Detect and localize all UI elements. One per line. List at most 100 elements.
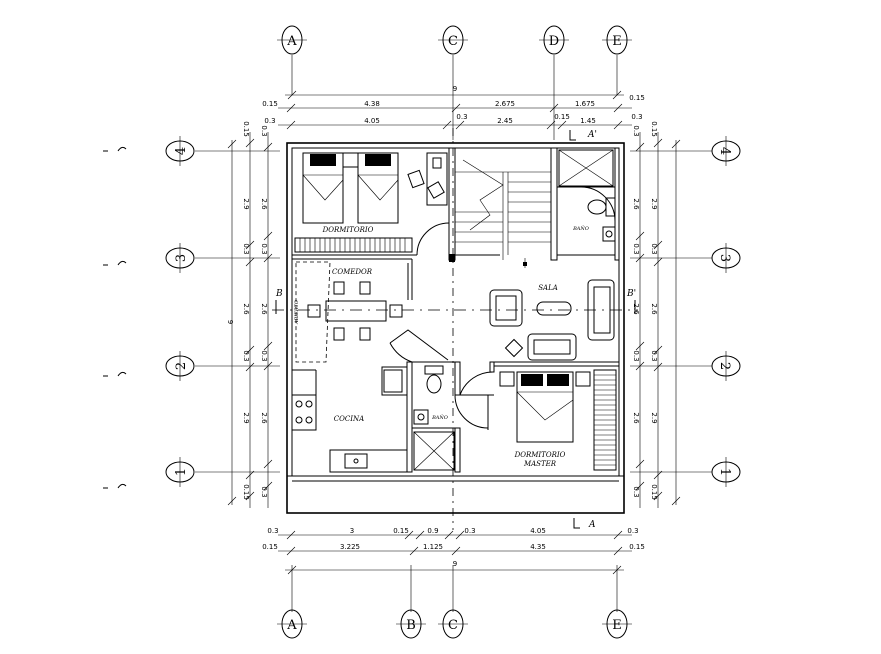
dim-left-inner: 0.3 2.6 0.3 2.6 0.3 2.6 0.3 [260,125,273,508]
svg-text:0.3: 0.3 [242,350,250,361]
svg-text:1.675: 1.675 [575,100,595,108]
svg-text:2: 2 [717,362,732,370]
svg-text:0.3: 0.3 [632,486,640,497]
svg-text:2.6: 2.6 [242,303,250,315]
axis-bubble-top-c: C [438,25,468,55]
desk-dormitorio [407,152,448,206]
svg-text:1.125: 1.125 [423,543,443,551]
wardrobe-master [593,369,617,471]
svg-text:B: B [406,618,416,633]
axis-bubble-top-d: D [539,25,569,55]
axis-bubble-right-4: 4 [711,136,741,166]
interior-walls [292,147,620,473]
svg-text:4: 4 [174,147,189,155]
axis-bubble-bottom-b: B [396,609,426,639]
bed-dormitorio [302,152,399,224]
svg-text:C: C [448,618,458,633]
sink-top [602,226,616,242]
svg-text:A: A [286,34,297,49]
svg-text:4: 4 [717,147,732,155]
svg-text:4.05: 4.05 [364,117,380,125]
dim-bottom-row1: 0.3 3 0.15 0.9 0.3 4.05 0.3 [267,527,639,540]
svg-text:2.6: 2.6 [260,198,268,210]
svg-text:A': A' [587,130,597,140]
svg-text:2.9: 2.9 [242,198,250,209]
svg-text:0.9: 0.9 [427,527,438,535]
axis-bubble-left-4: 4 [103,136,195,166]
svg-text:0.15: 0.15 [650,484,658,500]
wardrobe-dormitorio [294,237,413,253]
open-area-comedor: ABIERTO [294,261,331,363]
axis-bubble-left-1: 1 [103,457,195,489]
svg-text:3: 3 [717,254,732,262]
dining-table [307,281,403,341]
svg-text:2: 2 [174,362,189,370]
svg-text:B': B' [626,289,636,299]
room-label-bano-top: BAÑO [572,224,589,232]
dim-top-total: 9 [285,85,624,100]
svg-text:0.3: 0.3 [627,527,638,535]
shower-top [558,149,614,187]
svg-text:D: D [549,34,559,49]
svg-text:0.3: 0.3 [264,117,275,125]
staircase [449,159,551,268]
room-label-master-2: MASTER [523,460,557,468]
svg-text:0.3: 0.3 [464,527,475,535]
svg-text:2.45: 2.45 [497,117,513,125]
svg-text:4.38: 4.38 [364,100,380,108]
axis-bubble-right-3: 3 [711,243,741,273]
svg-text:0.15: 0.15 [262,543,278,551]
svg-text:0.3: 0.3 [242,243,250,254]
svg-text:4.05: 4.05 [530,527,546,535]
svg-text:0.15: 0.15 [629,94,645,102]
svg-text:0.3: 0.3 [456,113,467,121]
svg-text:9: 9 [453,85,457,93]
dim-bottom-row2: 0.15 3.225 1.125 4.35 0.15 [262,543,645,556]
svg-text:0.3: 0.3 [260,243,268,254]
room-label-master-1: DORMITORIO [514,451,566,459]
axis-bubble-right-2: 2 [711,351,741,381]
svg-text:2.6: 2.6 [260,303,268,315]
axis-bubble-bottom-a: A [277,609,307,639]
toilet-bottom [424,365,444,394]
svg-text:4.35: 4.35 [530,543,546,551]
dim-right-inner: 0.3 2.6 0.3 2.6 0.3 2.6 0.3 [632,125,645,508]
sofa-sala [489,279,615,361]
room-label-comedor: COMEDOR [332,268,373,276]
axis-bubble-left-2: 2 [103,351,195,381]
kitchen-counters [291,366,408,473]
svg-text:2.6: 2.6 [632,198,640,210]
svg-text:0.15: 0.15 [393,527,409,535]
toilet-top [587,197,616,217]
svg-text:0.3: 0.3 [260,125,268,136]
svg-text:E: E [612,34,622,49]
axis-bubble-top-a: A [277,25,307,55]
bed-master [499,371,591,443]
svg-text:0.3: 0.3 [260,350,268,361]
svg-text:0.3: 0.3 [632,350,640,361]
dim-right-outer: 0.15 2.9 0.3 2.6 0.3 2.9 0.15 [650,121,663,508]
dim-bottom-total: 9 [285,560,624,575]
svg-text:ABIERTO: ABIERTO [294,300,300,325]
svg-text:1: 1 [174,468,189,476]
axis-bubble-top-e: E [602,25,632,55]
svg-text:9: 9 [226,320,234,324]
svg-text:0.3: 0.3 [631,113,642,121]
section-line-a: A' A [452,128,597,530]
svg-text:C: C [448,34,458,49]
svg-text:0.3: 0.3 [650,350,658,361]
svg-text:2.9: 2.9 [242,412,250,423]
svg-text:0.15: 0.15 [262,100,278,108]
svg-text:0.3: 0.3 [650,243,658,254]
svg-text:2.6: 2.6 [632,303,640,315]
axis-bubble-right-1: 1 [711,457,741,487]
dim-left-outer: 0.15 2.9 0.3 2.6 0.3 2.9 0.15 [242,121,255,508]
svg-text:1: 1 [717,468,732,476]
svg-text:E: E [612,618,622,633]
svg-text:2.9: 2.9 [650,198,658,209]
axis-bubble-left-3: 3 [103,243,195,273]
dim-left-total: 9 [226,139,237,506]
svg-text:1.45: 1.45 [580,117,596,125]
dim-top-row2: 0.3 4.05 0.3 2.45 0.15 1.45 0.3 [264,113,643,130]
dim-top-row1: 0.15 4.38 2.675 1.675 0.15 [262,94,645,113]
